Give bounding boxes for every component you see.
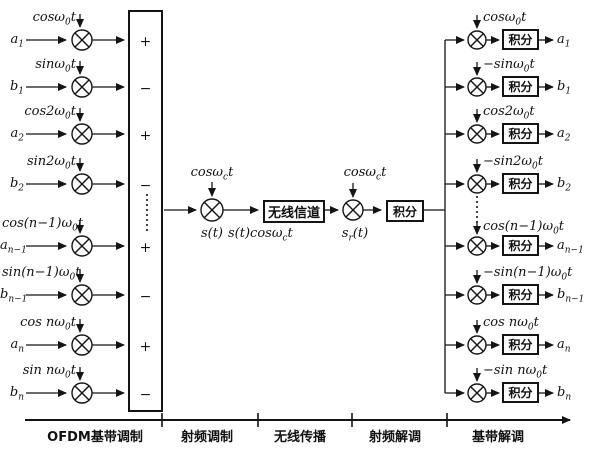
left-carrier-label-4: sin2ω0t (26, 154, 76, 172)
multiplier-icon (342, 199, 364, 221)
sum-sign: + (139, 240, 152, 256)
multiplier-icon (71, 173, 93, 195)
rf-chain-graphics (164, 40, 446, 393)
rf-integrator-box: 积分 (386, 200, 424, 222)
right-carrier-label-2: −sinω0t (483, 57, 535, 75)
s-t-label: s(t) (200, 226, 224, 241)
integrator-box-3: 积分 (502, 123, 539, 144)
right-row-8-graphics (445, 368, 554, 403)
right-carrier-label-5: cos(n−1)ω0t (483, 219, 565, 237)
left-input-label-5: an−1 (0, 238, 27, 256)
integrator-box-2: 积分 (502, 76, 539, 97)
sum-sign: − (139, 387, 152, 403)
right-output-label-3: a2 (557, 126, 571, 144)
left-row-4-graphics (26, 158, 125, 195)
right-row-5-graphics (445, 221, 554, 256)
left-input-label-6: bn−1 (0, 287, 28, 305)
left-carrier-label-2: sinω0t (35, 57, 76, 75)
multiplier-icon (467, 285, 487, 305)
demod-carrier-label: cosωct (343, 165, 387, 183)
right-carrier-label-8: −sin nω0t (483, 363, 548, 381)
stage-label-propagation: 无线传播 (273, 430, 326, 445)
sr-t-label: sr(t) (341, 226, 369, 244)
right-output-label-1: a1 (557, 32, 571, 50)
multiplier-icon (71, 123, 93, 145)
left-carrier-label-5: cos(n−1)ω0t (2, 216, 84, 234)
left-carrier-label-8: sin nω0t (22, 363, 76, 381)
integrator-box-1: 积分 (502, 29, 539, 50)
right-output-label-2: b1 (557, 79, 572, 97)
st-cos-label: s(t)cosωct (228, 226, 293, 244)
left-input-label-4: b2 (9, 176, 24, 194)
wireless-channel-box: 无线信道 (263, 200, 325, 223)
left-input-label-2: b1 (9, 79, 24, 97)
multiplier-icon (467, 383, 487, 403)
multiplier-icon (71, 76, 93, 98)
mod-carrier-label: cosωct (190, 165, 234, 183)
multiplier-icon (467, 236, 487, 256)
integrator-box-4: 积分 (502, 173, 539, 194)
right-row-4-graphics (445, 159, 554, 194)
left-carrier-label-7: cos nω0t (20, 315, 76, 333)
summing-block: + − + − + − + − (128, 10, 163, 412)
stage-label-rf-mod: 射频调制 (180, 430, 233, 445)
integrator-box-7: 积分 (502, 334, 539, 355)
multiplier-icon (467, 77, 487, 97)
multiplier-icon (71, 29, 93, 51)
sum-sign: − (139, 81, 152, 97)
multiplier-icon (467, 174, 487, 194)
left-row-7-graphics (26, 319, 125, 356)
left-input-label-8: bn (9, 385, 24, 403)
left-row-2-graphics (26, 61, 125, 98)
stage-label-baseband-demod: 基带解调 (471, 430, 524, 445)
multiplier-icon (71, 235, 93, 257)
sum-sign: + (139, 128, 152, 144)
right-row-2-graphics (445, 62, 554, 97)
left-row-8-graphics (26, 367, 125, 404)
sum-sign: + (139, 34, 152, 50)
left-input-label-3: a2 (10, 126, 25, 144)
stage-label-baseband-mod: OFDM基带调制 (47, 430, 143, 445)
left-row-5-graphics (26, 220, 125, 257)
right-carrier-label-3: cos2ω0t (483, 104, 535, 122)
right-output-label-6: bn−1 (557, 287, 585, 305)
left-input-label-7: an (10, 337, 24, 355)
right-carrier-label-4: −sin2ω0t (483, 154, 543, 172)
sum-sign: − (139, 289, 152, 305)
right-output-label-5: an−1 (557, 238, 584, 256)
sum-sign: − (139, 178, 152, 194)
stage-axis (25, 413, 571, 427)
right-output-label-8: bn (557, 385, 572, 403)
left-carrier-label-6: sin(n−1)ω0t (2, 265, 81, 283)
left-carrier-label-3: cos2ω0t (24, 104, 76, 122)
right-row-1-graphics (445, 15, 554, 50)
sum-sign: + (139, 339, 152, 355)
stage-label-rf-demod: 射频解调 (368, 430, 421, 445)
right-carrier-label-1: cosω0t (483, 10, 527, 28)
right-output-label-4: b2 (557, 176, 572, 194)
integrator-box-5: 积分 (502, 235, 539, 256)
left-input-label-1: a1 (10, 32, 25, 50)
multiplier-icon (71, 382, 93, 404)
multiplier-icon (467, 30, 487, 50)
right-carrier-label-7: cos nω0t (483, 315, 539, 333)
left-row-3-graphics (26, 108, 125, 145)
multiplier-icon (467, 335, 487, 355)
integrator-box-6: 积分 (502, 284, 539, 305)
multiplier-icon (467, 124, 487, 144)
right-row-6-graphics (445, 270, 554, 305)
multiplier-icon (71, 334, 93, 356)
integrator-box-8: 积分 (502, 382, 539, 403)
right-row-3-graphics (445, 109, 554, 144)
right-output-label-7: an (557, 337, 571, 355)
multiplier-icon (200, 198, 224, 222)
left-row-6-graphics (26, 269, 125, 306)
left-carrier-label-1: cosω0t (32, 10, 76, 28)
right-row-7-graphics (445, 320, 554, 355)
left-row-1-graphics (26, 14, 125, 51)
right-carrier-label-6: −sin(n−1)ω0t (483, 265, 573, 283)
multiplier-icon (71, 284, 93, 306)
